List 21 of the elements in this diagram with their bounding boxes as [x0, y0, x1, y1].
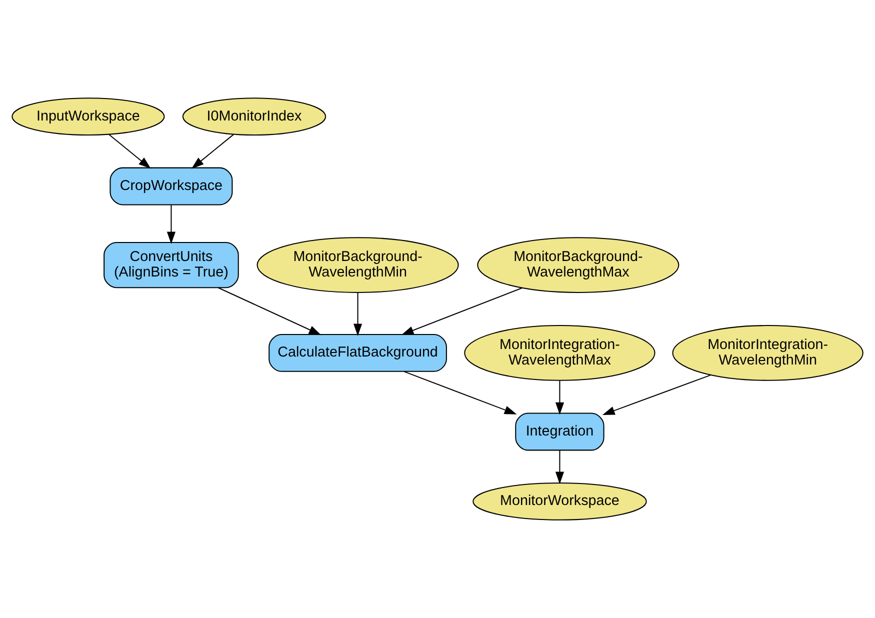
node-ellipse: MonitorBackground- WavelengthMax: [477, 237, 680, 293]
node-box: Integration: [515, 412, 604, 451]
node-box: CropWorkspace: [110, 167, 233, 206]
arrow: [602, 374, 711, 415]
arrow: [218, 287, 322, 336]
node-ellipse: InputWorkspace: [12, 98, 165, 136]
node-ellipse: MonitorWorkspace: [472, 482, 647, 520]
node-ellipse: MonitorIntegration- WavelengthMin: [672, 325, 864, 381]
arrow: [555, 450, 564, 484]
arrow: [555, 380, 564, 415]
arrow: [108, 134, 151, 169]
node-ellipse: I0MonitorIndex: [182, 98, 326, 136]
node-box: CalculateFlatBackground: [268, 334, 447, 372]
node-box: ConvertUnits (AlignBins = True): [104, 242, 239, 288]
arrow: [166, 205, 176, 244]
arrow: [353, 292, 362, 336]
arrow: [401, 287, 522, 335]
arrow: [191, 134, 234, 169]
node-ellipse: MonitorIntegration- WavelengthMax: [464, 325, 656, 381]
arrow: [404, 371, 517, 414]
node-ellipse: MonitorBackground- WavelengthMin: [256, 237, 459, 293]
